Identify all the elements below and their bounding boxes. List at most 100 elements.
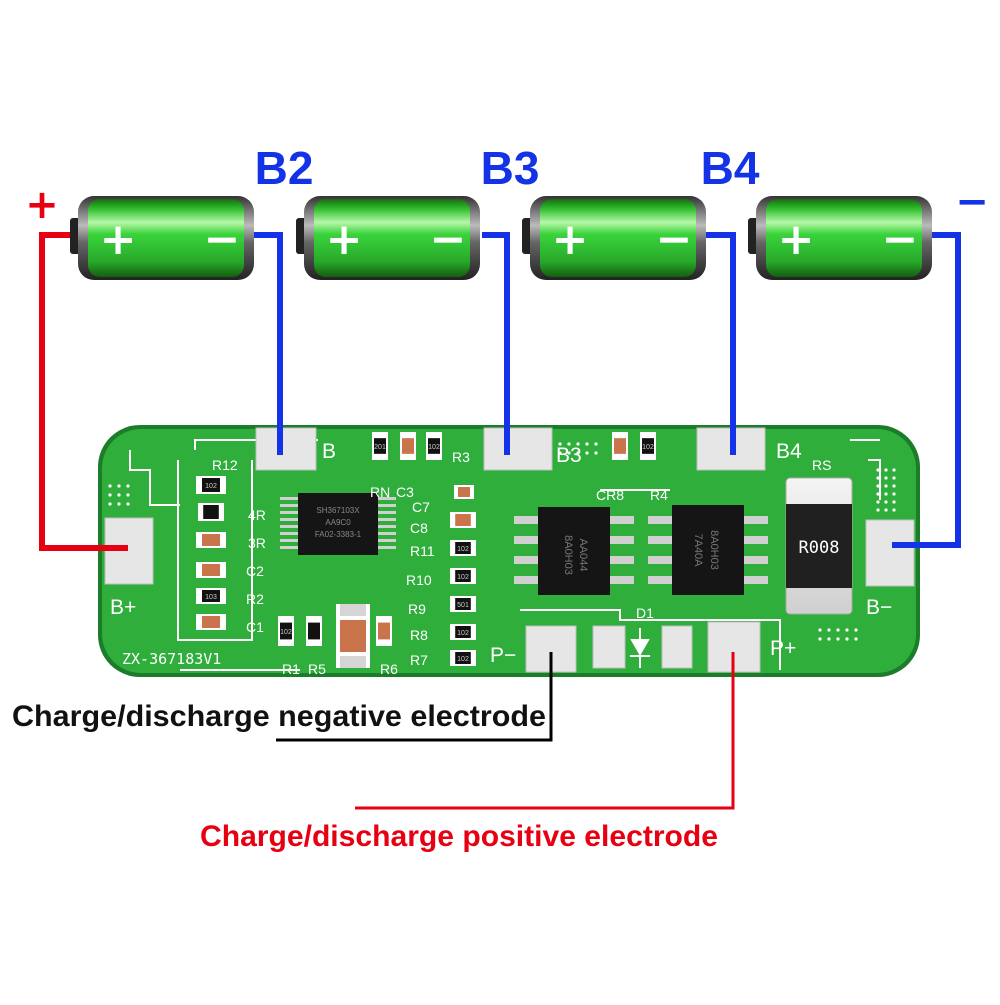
ic1-pin [376, 525, 396, 528]
via-dot [836, 628, 840, 632]
pad-test-2 [661, 625, 693, 669]
battery-cell-4: +− [748, 196, 932, 280]
via-dot [892, 476, 896, 480]
pack-positive-sign: + [25, 182, 59, 228]
pad-bminus [865, 519, 915, 587]
via-dot [892, 484, 896, 488]
smd-body [202, 478, 220, 492]
diode-symbol [630, 628, 650, 668]
ic1-marking-1: SH367103X [316, 506, 360, 515]
mosfet2-pin [742, 576, 768, 584]
cell-2-minus-sign: − [430, 214, 467, 265]
smd-body [455, 598, 471, 610]
ic1-pin [280, 518, 300, 521]
ref-r12: R12 [212, 457, 238, 473]
smd-code: 201 [374, 444, 386, 451]
via-dot [827, 628, 831, 632]
smd-chip [612, 432, 628, 460]
smd-code: 102 [457, 630, 469, 637]
via-dot [117, 484, 121, 488]
silkscreen-text: B+ B− B B3 B4 P− P+ ZX-367183V1 R124R3RC… [110, 440, 892, 677]
via-dot [594, 442, 598, 446]
ic1-pin [280, 511, 300, 514]
ic1-marking-3: FA02-3383-1 [315, 530, 362, 539]
smd-body [203, 505, 219, 519]
smd-chip: 201 [372, 432, 388, 460]
via-dot [585, 451, 589, 455]
mosfet1-marking-1: 8A0H03 [562, 535, 574, 575]
via-dot [567, 451, 571, 455]
ref-3r: 3R [248, 535, 266, 551]
ref-r5: R5 [308, 661, 326, 677]
cell-1-body [88, 199, 244, 277]
ref-r10: R10 [406, 572, 432, 588]
cell-3-body [540, 199, 696, 277]
ic1-pin [376, 518, 396, 521]
mosfet2-pin [648, 556, 674, 564]
smd-code: 102 [205, 483, 217, 490]
mosfet1-pin [608, 556, 634, 564]
via-dot [892, 492, 896, 496]
via-dot [876, 468, 880, 472]
pad-b [255, 427, 317, 471]
smd-body [455, 514, 471, 526]
smd-chip [196, 562, 226, 578]
cell-2-plus-sign: + [326, 214, 363, 265]
smd-code: 102 [280, 629, 292, 636]
via-dot [126, 493, 130, 497]
label-b: B [322, 440, 336, 463]
smd-body [402, 438, 414, 454]
smd-body [455, 570, 471, 582]
smd-chip [450, 512, 476, 528]
smd-body [202, 534, 220, 546]
smd-body [458, 487, 470, 497]
mosfet2-pin [648, 576, 674, 584]
ref-r3: R3 [452, 449, 470, 465]
ref-c7: C7 [412, 499, 430, 515]
ref-r8: R8 [410, 627, 428, 643]
smd-body [308, 622, 320, 640]
mosfet1-marking-2: AA044 [577, 538, 589, 571]
via-dot [117, 493, 121, 497]
mosfet2-pin [742, 536, 768, 544]
smd-code: 102 [457, 546, 469, 553]
smd-code: 102 [642, 444, 654, 451]
pad-test [592, 625, 626, 669]
via-dot [876, 484, 880, 488]
via-dot [854, 637, 858, 641]
balance-label-b3: B3 [481, 142, 540, 194]
label-pplus: P+ [770, 637, 796, 660]
cell-3-minus-sign: − [656, 214, 693, 265]
via-dot [818, 637, 822, 641]
via-dot [892, 468, 896, 472]
smd-chip [400, 432, 416, 460]
via-dot [594, 451, 598, 455]
via-dot [108, 484, 112, 488]
smd-body [455, 626, 471, 638]
mosfet2-marking-1: 7A40A [692, 533, 704, 567]
smd-chip: 103 [196, 588, 226, 604]
ref-cr8: CR8 [596, 487, 624, 503]
balance-label-b4: B4 [701, 142, 760, 194]
smd-chip: 102 [640, 432, 656, 460]
label-b3: B3 [556, 444, 582, 467]
balance-labels: B2 B3 B4 [255, 142, 760, 194]
smd-body [455, 652, 471, 664]
via-dot [585, 442, 589, 446]
smd-code: 102 [457, 656, 469, 663]
mosfet1-pin [514, 576, 540, 584]
via-dot [818, 628, 822, 632]
ref-r1: R1 [282, 661, 300, 677]
via-dot [576, 451, 580, 455]
ic1-pin [280, 546, 300, 549]
via-dot [884, 500, 888, 504]
label-b4: B4 [776, 440, 802, 463]
mosfet2-pin [648, 516, 674, 524]
via-dot [108, 502, 112, 506]
ic1-pin [376, 539, 396, 542]
pplus-lead-wire [355, 652, 735, 810]
smd-chip: 102 [196, 476, 226, 494]
via-dot [884, 492, 888, 496]
